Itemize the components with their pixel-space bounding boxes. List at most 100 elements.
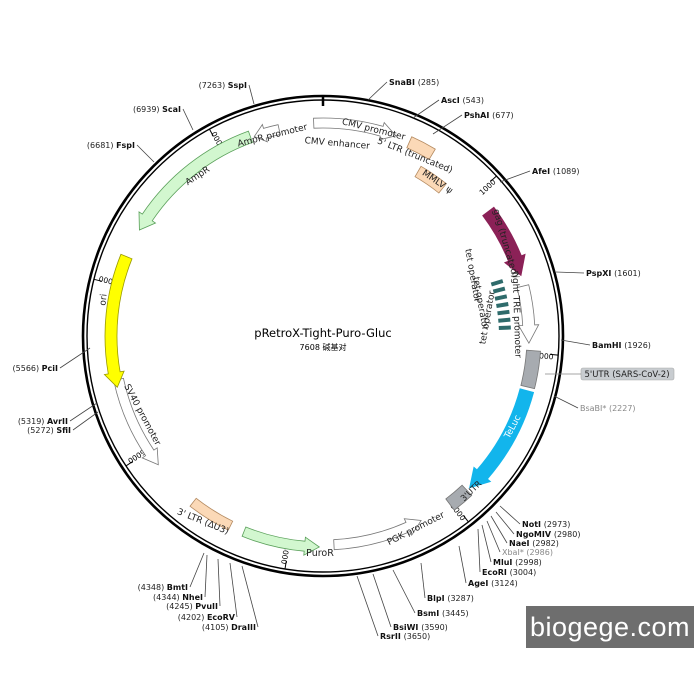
restriction-site-label: (4202) EcoRV [178,613,236,622]
tet-operator-bar [496,302,509,308]
tick-mark [125,461,133,467]
site-leader [553,395,579,409]
plasmid-name: pRetroX-Tight-Puro-Gluc [254,326,391,340]
restriction-site-label: XbaI* (2986) [502,548,553,557]
site-leader [392,569,416,614]
site-leader [217,558,221,607]
tick-mark [463,515,469,523]
tick-label: 4000 [279,545,291,566]
watermark: biogege.com [526,606,694,648]
restriction-site-label: AgeI (3124) [468,579,518,588]
restriction-site-label: (6681) FspI [87,141,135,150]
site-leader [477,528,481,573]
tet-operator-bar [492,286,506,294]
restriction-site-label: NotI (2973) [522,520,570,529]
restriction-site-label: (4348) BmtI [138,583,188,592]
tick-label: 1000 [478,177,498,197]
tick-mark [550,353,559,356]
restriction-site-label: (4245) PvuII [166,602,218,611]
puror-label: PuroR [306,548,334,559]
ampr-promoter-arrow [253,123,281,143]
site-group: SnaBI (285)AscI (543) PshAI (677) AfeI (10… [13,78,651,641]
site-leader [229,562,238,618]
site-leader [248,84,255,105]
tight-tre-label: tight TRE promoter [510,272,523,358]
restriction-site-label: BsaBI* (2227) [580,404,636,413]
puror-arrow [241,526,321,556]
ori-label: ori [98,293,109,306]
gag-arrow [482,206,526,277]
restriction-site-label: AscI (543) [441,96,484,105]
ltr5-box [406,136,436,160]
restriction-site-label: (7263) SspI [199,81,247,90]
site-leader [59,347,91,369]
tet-operator-bar [490,279,504,287]
ltr3-box [189,497,234,531]
site-leader [356,575,379,637]
restriction-site-label: BsiWI (3590) [393,623,448,632]
restriction-site-label: NaeI (2982) [509,539,559,548]
tet-operator-bar [498,325,511,330]
restriction-site-label: PspXI (1601) [586,269,641,278]
site-leader [367,81,388,101]
restriction-site-label: BamHI (1926) [592,341,651,350]
site-leader [432,114,463,135]
site-leader [560,339,591,346]
restriction-site-label: (6939) ScaI [133,105,181,114]
tet-operator-bar [497,309,510,316]
cmv-promoter-arrow [313,117,397,141]
tet-operator-bar [494,294,508,301]
site-leader [136,144,155,163]
tick-mark [490,175,497,182]
restriction-site-label: (5272) SfiI [27,426,71,435]
site-leader [486,520,501,553]
restriction-site-label: (5319) AvrII [18,417,68,426]
site-leader [458,545,467,584]
site-leader [189,552,205,588]
tick-mark [208,128,214,137]
restriction-site-label: BlpI (3287) [427,594,474,603]
restriction-site-label: AfeI (1089) [532,167,579,176]
restriction-site-label: EcoRI (3004) [482,568,536,577]
restriction-site-label: NgoMIV (2980) [516,530,580,539]
site-leader [412,99,440,119]
ampr-arrow [138,130,254,231]
mmlv-psi-box [414,165,447,194]
site-leader [72,411,99,431]
plasmid-size: 7608 碱基对 [300,342,347,352]
utr5-block [520,349,541,390]
cmv-enhancer-label: CMV enhancer [304,136,370,152]
utr3-block [445,484,473,511]
site-leader [69,402,98,422]
site-leader [495,511,515,535]
site-leader [555,271,585,274]
tight-tre-arrow [516,284,540,345]
restriction-site-label: BsmI (3445) [417,609,469,618]
restriction-site-label: (4105) DraIII [202,623,256,632]
teluc-arrow [469,388,535,489]
tet-operator-bar [498,317,511,323]
sv40-promoter-arrow [113,377,159,466]
restriction-site-label: SnaBI (285) [389,78,439,87]
tick-mark [284,560,287,569]
site-leader [372,573,392,628]
site-leader [481,524,492,563]
utr5-label: 5'UTR (SARS-CoV-2) [584,370,669,380]
restriction-site-label: MluI (2998) [493,558,542,567]
site-leader [182,108,194,131]
site-leader [490,515,508,544]
pgk-promoter-arrow [333,518,422,551]
site-leader [241,565,259,628]
tick-label: 2000 [534,351,554,362]
site-leader [499,505,521,525]
restriction-site-label: PshAI (677) [464,111,514,120]
site-leader [204,554,208,598]
tick-mark [93,278,102,282]
site-leader [420,562,426,599]
restriction-site-label: (4344) NheI [153,593,203,602]
restriction-site-label: RsrII (3650) [380,632,430,641]
site-leader [499,170,531,183]
restriction-site-label: (5566) PciI [13,364,59,373]
ori-arrow [103,253,133,389]
